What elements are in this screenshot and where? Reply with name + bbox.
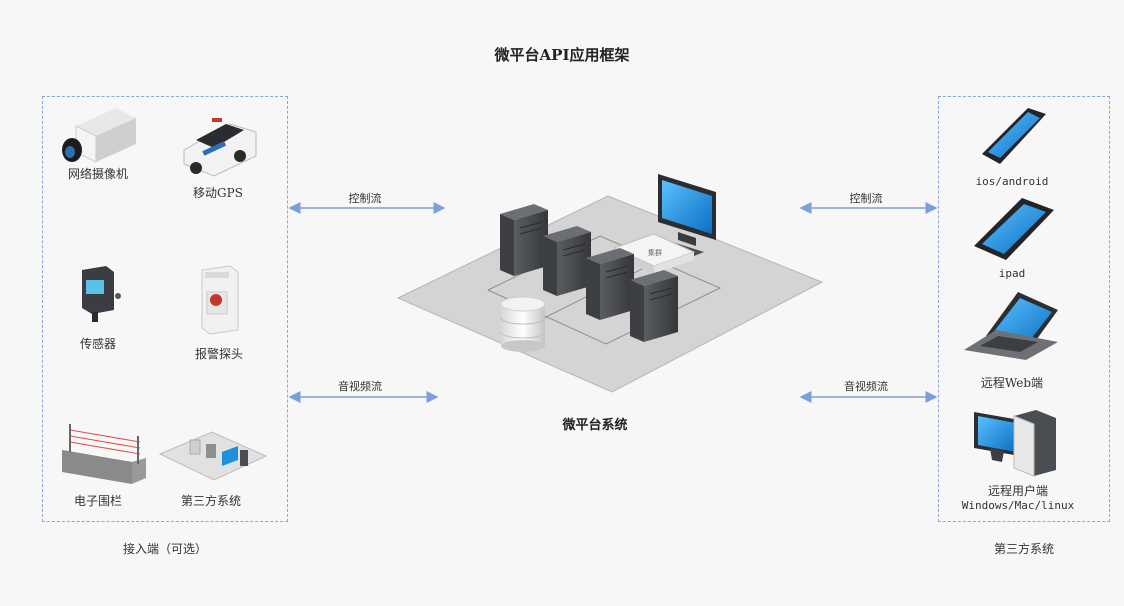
- platform-label: 微平台系统: [562, 418, 628, 433]
- device-label: 第三方系统: [180, 494, 241, 508]
- cluster-box: 集群: [612, 233, 696, 274]
- server-icon-4: [630, 270, 678, 342]
- server-icon-1: [500, 204, 548, 276]
- electronic-fence-icon: [62, 424, 146, 484]
- alarm-probe-icon: [201, 265, 239, 335]
- av-flow-label-left: 音视频流: [338, 380, 382, 393]
- tablet-icon: [974, 198, 1054, 260]
- third-party-caption: 第三方系统: [993, 542, 1054, 556]
- device-web: 远程Web端: [952, 374, 1072, 391]
- smartphone-icon: [982, 108, 1046, 164]
- device-label: 网络摄像机: [67, 167, 128, 181]
- device-alarm-probe: 报警探头: [176, 345, 262, 362]
- gps-van-icon: [183, 118, 257, 177]
- third-party-system-icon: [158, 431, 268, 481]
- device-label: ios/android: [975, 175, 1049, 188]
- device-label: 电子围栏: [73, 494, 122, 508]
- database-icon: [500, 296, 546, 352]
- device-electronic-fence: 电子围栏: [55, 492, 141, 509]
- device-mobile: ios/android: [952, 175, 1072, 188]
- device-network-camera: 网络摄像机: [55, 165, 141, 182]
- platform-illustration: 集群: [396, 174, 824, 393]
- device-label: 远程用户端: [987, 484, 1048, 498]
- network-camera-icon: [62, 108, 136, 163]
- server-icon-2: [543, 226, 591, 296]
- device-label: 报警探头: [194, 347, 243, 361]
- device-sensor: 传感器: [55, 335, 141, 352]
- device-third-party: 第三方系统: [168, 492, 254, 509]
- control-flow-label-right: 控制流: [849, 192, 883, 205]
- device-sublabel: Windows/Mac/linux: [961, 499, 1075, 512]
- sensor-icon: [82, 266, 121, 322]
- device-label: 移动GPS: [193, 186, 243, 200]
- desktop-pc-icon: [974, 410, 1056, 477]
- laptop-icon: [964, 292, 1058, 360]
- third-party-group: [938, 96, 1110, 522]
- access-endpoint-group: [42, 96, 288, 522]
- device-ipad: ipad: [952, 267, 1072, 280]
- monitor-icon: [656, 174, 716, 256]
- device-gps: 移动GPS: [175, 184, 261, 201]
- av-flow-label-right: 音视频流: [844, 380, 888, 393]
- access-endpoint-caption: 接入端（可选）: [122, 542, 207, 556]
- cluster-tag: 集群: [648, 248, 662, 257]
- control-flow-label-left: 控制流: [348, 192, 382, 205]
- device-label: 远程Web端: [980, 376, 1044, 390]
- diagram-title: 微平台API应用框架: [494, 46, 630, 64]
- device-label: 传感器: [79, 337, 116, 351]
- server-icon-3: [586, 248, 634, 320]
- device-label: ipad: [998, 267, 1026, 280]
- device-remote-client: 远程用户端 Windows/Mac/linux: [948, 482, 1088, 512]
